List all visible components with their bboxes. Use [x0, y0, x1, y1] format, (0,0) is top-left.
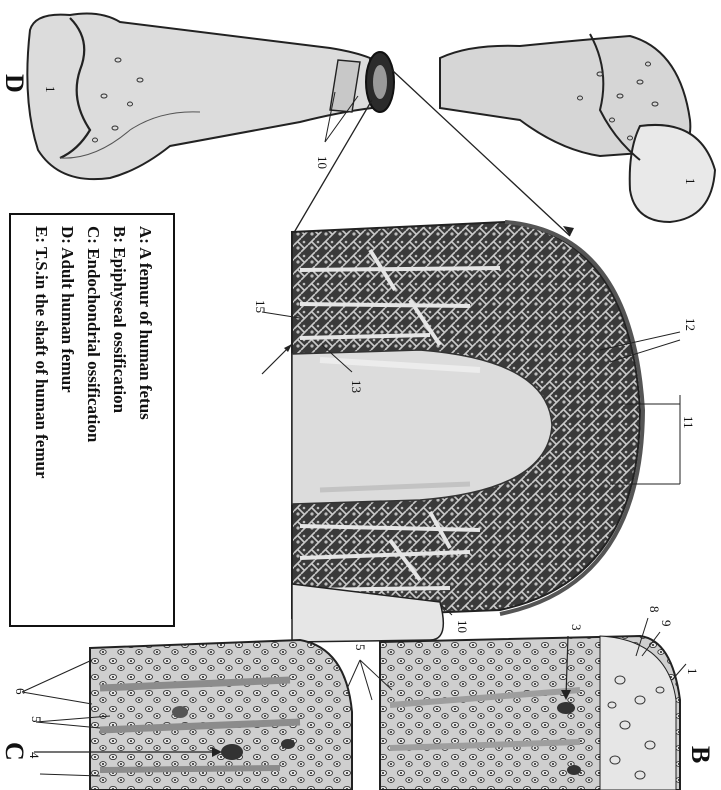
panel-letter-c: C — [0, 742, 29, 761]
panel-e-shaft-section: 11 12 13 15 10 — [253, 222, 698, 642]
panel-letter-d: D — [0, 74, 29, 93]
legend-box: A: A femur of human fetus B: Epiphyseal … — [10, 214, 174, 626]
callout-15: 15 — [253, 300, 268, 313]
callout-1-top: 1 — [43, 86, 58, 93]
osteoclast-cell-b — [557, 702, 575, 714]
callout-12: 12 — [683, 318, 698, 331]
legend-line-e: E: T.S.in the shaft of human femur — [32, 226, 51, 479]
osteoclast-cell-c — [221, 744, 243, 760]
panel-d-distal-end: 1 — [440, 34, 715, 222]
callout-10-d: 10 — [315, 156, 330, 169]
panel-d-adult-femur: D 1 10 — [0, 14, 394, 180]
callout-1-b: 1 — [685, 668, 700, 675]
panel-letter-b: B — [686, 746, 715, 763]
callout-6: 6 — [13, 688, 28, 695]
legend-line-c: C: Endochondrial ossification — [84, 226, 103, 443]
callout-1-right: 1 — [683, 178, 698, 185]
panel-c-endochondrial: C 4 5 6 — [0, 640, 352, 790]
callout-11: 11 — [681, 416, 696, 429]
callout-4: 4 — [27, 752, 42, 759]
callout-3: 3 — [569, 624, 584, 631]
callout-13: 13 — [349, 380, 364, 393]
femoral-condyle — [630, 125, 715, 222]
callout-10-e: 10 — [455, 620, 470, 633]
callout-9: 9 — [659, 620, 674, 627]
femur-proximal-end — [27, 14, 372, 180]
callout-8: 8 — [647, 606, 662, 613]
legend-line-b: B: Epiphyseal ossification — [110, 226, 129, 414]
legend-line-d: D: Adult human femur — [58, 226, 77, 393]
callout-5-b: 5 — [353, 644, 368, 651]
legend-line-a: A: A femur of human fetus — [136, 226, 155, 420]
